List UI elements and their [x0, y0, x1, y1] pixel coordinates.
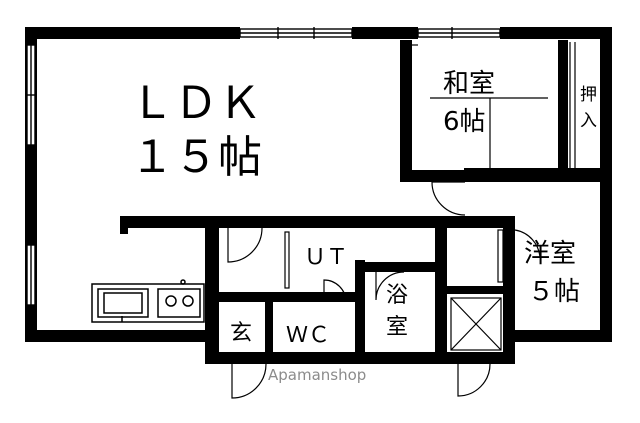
washitsu-name: 和室: [443, 69, 495, 99]
yokushitsu-label-bottom: 室: [386, 315, 408, 340]
interior-walls: [120, 40, 612, 364]
youshitsu-size: ５帖: [528, 277, 580, 307]
youshitsu-name: 洋室: [524, 239, 576, 269]
oshiire-label-bottom: 入: [580, 111, 597, 131]
doors: [227, 181, 541, 399]
fixtures: [284, 42, 576, 351]
apamanshop-watermark: Apamanshop: [268, 366, 366, 384]
genkan-label: 玄: [230, 321, 252, 346]
ldk-size: １５帖: [130, 132, 262, 183]
washitsu-size: 6帖: [443, 107, 486, 137]
ut-label: ＵＴ: [304, 245, 348, 270]
windows: [25, 27, 501, 306]
wc-label: ＷＣ: [286, 323, 330, 348]
ldk-name: ＬＤＫ: [130, 78, 262, 129]
kitchen-counter: [91, 279, 205, 323]
yokushitsu-label-top: 浴: [386, 283, 408, 308]
oshiire-label-top: 押: [580, 85, 597, 105]
